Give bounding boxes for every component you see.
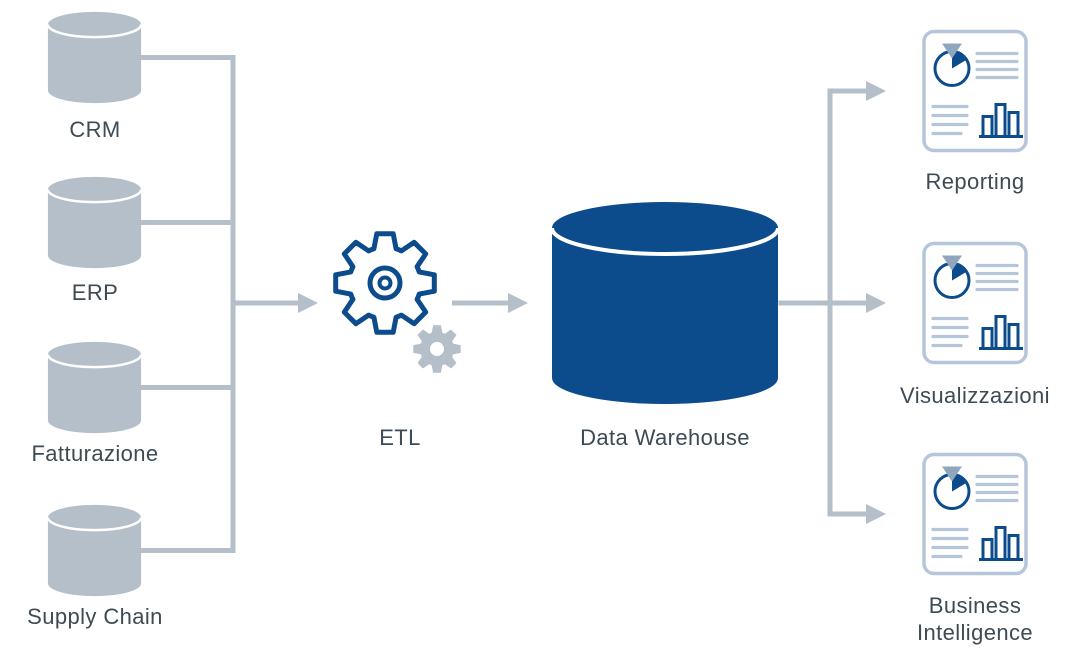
source-label-crm: CRM	[69, 117, 121, 142]
warehouse-label: Data Warehouse	[580, 425, 750, 450]
source-label-erp: ERP	[71, 280, 119, 305]
source-label-fatturazione: Fatturazione	[31, 441, 159, 466]
report-document-icon	[922, 241, 1028, 365]
database-icon	[46, 175, 143, 270]
arrow-sources-to-etl	[233, 293, 318, 313]
output-label-visualizzazioni: Visualizzazioni	[900, 383, 1050, 408]
gears-icon	[333, 231, 461, 373]
output-label-reporting: Reporting	[925, 169, 1025, 194]
data-warehouse-icon	[550, 202, 780, 404]
output-bus-lines	[778, 88, 833, 517]
database-icon	[46, 503, 143, 598]
report-document-icon	[922, 452, 1028, 576]
source-label-supply-chain: Supply Chain	[27, 604, 163, 629]
output-label-business-intelligence: Business Intelligence	[916, 593, 1034, 645]
etl-label: ETL	[379, 425, 421, 450]
report-document-icon	[922, 29, 1028, 153]
arrow-to-business-intelligence	[830, 504, 886, 524]
database-icon	[46, 340, 143, 435]
arrow-to-reporting	[830, 81, 886, 101]
arrow-to-visualizzazioni	[830, 293, 886, 313]
database-icon	[46, 10, 143, 105]
